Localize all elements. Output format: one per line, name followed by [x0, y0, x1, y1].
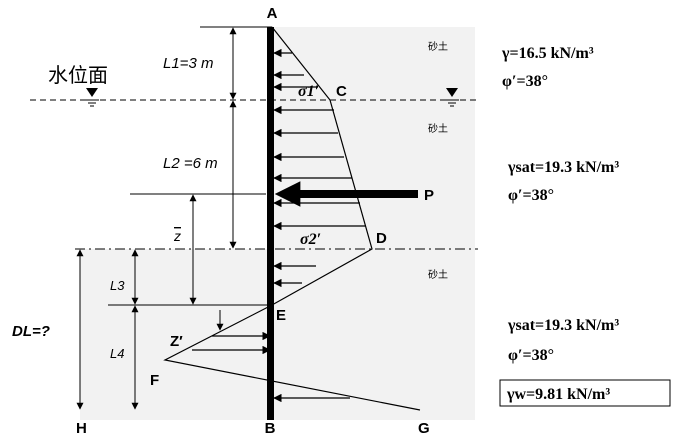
sigma2-label: σ2′	[300, 231, 321, 248]
point-h-label: H	[76, 420, 87, 437]
sheet-pile-wall	[267, 27, 274, 420]
layer3-phi: φ′=38°	[508, 347, 554, 364]
point-d-label: D	[376, 230, 387, 247]
soil-region-right	[272, 27, 475, 420]
water-table-label: 水位面	[48, 63, 108, 87]
dim-l3-label: L3	[110, 278, 125, 293]
dim-zprime-label: Z′	[170, 333, 183, 350]
water-table-symbol-left	[85, 88, 99, 107]
gamma-w-box	[499, 379, 671, 407]
pressure-diagram-outline	[163, 26, 421, 411]
dim-l1-label: L1=3 m	[163, 55, 213, 72]
layer1-phi: φ′=38°	[502, 73, 548, 90]
gamma-w-label: γw=9.81 kN/m³	[506, 386, 610, 403]
dimension-lines	[76, 27, 237, 410]
water-table-symbol-right	[445, 88, 459, 107]
dim-l2-label: L2 =6 m	[163, 155, 218, 172]
point-e-label: E	[276, 307, 286, 324]
point-f-label: F	[150, 372, 159, 389]
pressure-arrows-upper	[273, 48, 366, 403]
layer3-gamma: γsat=19.3 kN/m³	[507, 317, 619, 334]
dim-l4-label: L4	[110, 346, 124, 361]
soil-label-layer2: 砂土	[428, 122, 448, 135]
soil-region-left	[80, 249, 272, 420]
point-a-label: A	[267, 5, 278, 22]
anchor-force-label: P	[424, 187, 434, 204]
dim-dl-label: DL=?	[12, 323, 50, 340]
point-g-label: G	[418, 420, 430, 437]
soil-label-layer1: 砂土	[428, 40, 448, 53]
layer2-gamma: γsat=19.3 kN/m³	[507, 159, 619, 176]
pressure-arrows-lower-left	[192, 331, 271, 355]
soil-label-layer3: 砂土	[428, 268, 448, 281]
sigma1-label: σ1′	[298, 83, 319, 100]
dim-zbar-label: z	[173, 228, 181, 244]
point-b-label: B	[265, 420, 276, 437]
layer2-phi: φ′=38°	[508, 187, 554, 204]
layer1-gamma: γ=16.5 kN/m³	[501, 45, 594, 62]
point-c-label: C	[336, 83, 347, 100]
